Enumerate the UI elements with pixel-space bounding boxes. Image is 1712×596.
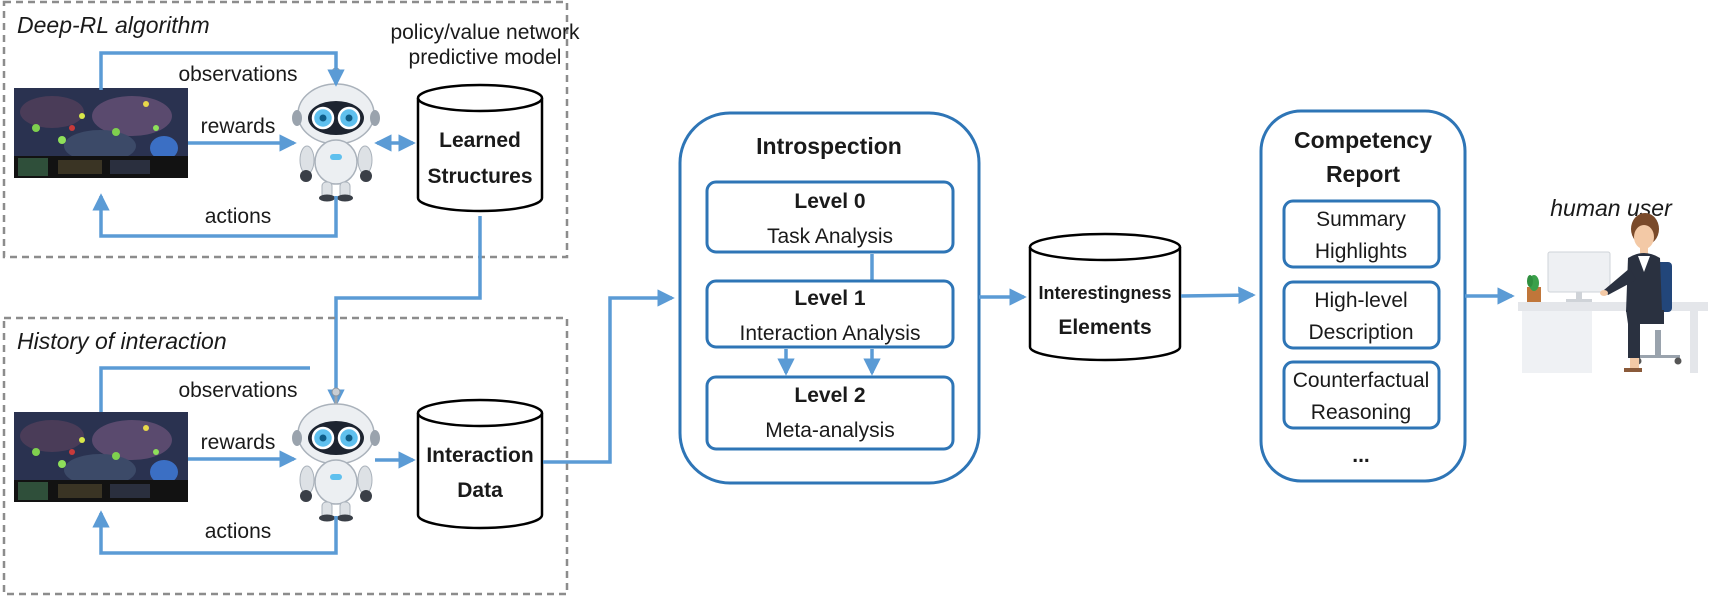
report-title-line1: Competency (1294, 127, 1432, 153)
deep-rl-panel-border (2, 0, 569, 259)
history-panel-title: History of interaction (17, 328, 227, 354)
report-title-line2: Report (1326, 161, 1400, 187)
observations-label: observations (178, 63, 297, 86)
level-1-box: Level 1 Interaction Analysis (705, 279, 955, 349)
level-2-desc: Meta-analysis (765, 419, 895, 442)
history-panel: History of interaction observations rewa… (2, 316, 569, 596)
learned-structures-line1: Learned (439, 129, 521, 152)
level-0-box: Level 0 Task Analysis (705, 180, 955, 254)
report-ellipsis: ... (1352, 444, 1370, 467)
introspection-module: Introspection Level 0 Task Analysis Leve… (678, 111, 981, 485)
data-to-introspection-arrow (543, 289, 675, 464)
observations-arrow (99, 366, 310, 412)
report-item-summary: Summary Highlights (1282, 199, 1441, 269)
human-user-icon (1518, 213, 1708, 373)
level-1-name: Level 1 (794, 287, 866, 310)
rewards-label: rewards (201, 115, 276, 138)
learned-structures-line2: Structures (427, 165, 532, 188)
interaction-data-line1: Interaction (426, 444, 533, 467)
level-2-box: Level 2 Meta-analysis (705, 375, 955, 451)
robot-agent-icon (290, 386, 382, 523)
introspection-title: Introspection (756, 133, 902, 159)
network-label-line1: policy/value network (390, 21, 580, 44)
actions-label: actions (205, 205, 272, 228)
report-item-counterfactual: Counterfactual Reasoning (1282, 360, 1441, 430)
report-item-2-line2: Reasoning (1311, 401, 1411, 424)
game-screenshot-icon (14, 412, 188, 502)
observations-arrow (99, 51, 345, 90)
interestingness-elements-store: Interestingness Elements (1028, 232, 1182, 362)
level-0-name: Level 0 (794, 190, 865, 213)
level-1-desc: Interaction Analysis (740, 322, 921, 345)
actions-arrow (92, 193, 338, 238)
rewards-label: rewards (201, 431, 276, 454)
report-item-0-line1: Summary (1316, 208, 1406, 231)
deep-rl-panel: Deep-RL algorithm policy/value network p… (2, 0, 580, 259)
report-item-1-line2: Description (1308, 321, 1413, 344)
elements-line1: Interestingness (1038, 283, 1171, 303)
report-item-2-line1: Counterfactual (1293, 369, 1430, 392)
level-0-desc: Task Analysis (767, 225, 893, 248)
elements-line2: Elements (1058, 316, 1151, 339)
network-label-line2: predictive model (409, 46, 562, 69)
competency-report: Competency Report Summary Highlights Hig… (1259, 109, 1467, 483)
actions-arrow (92, 510, 338, 555)
deep-rl-panel-title: Deep-RL algorithm (17, 12, 210, 38)
report-item-0-line2: Highlights (1315, 240, 1407, 263)
game-screenshot-icon (14, 88, 188, 178)
elements-to-report-arrow (1180, 286, 1256, 304)
interaction-data-line2: Data (457, 479, 503, 502)
actions-label: actions (205, 520, 272, 543)
history-panel-border (2, 316, 569, 596)
observations-label: observations (178, 379, 297, 402)
report-item-description: High-level Description (1282, 280, 1441, 350)
structures-to-agent-arrow (327, 216, 482, 407)
learned-structures-store: Learned Structures (416, 83, 544, 213)
level-2-name: Level 2 (794, 384, 865, 407)
report-item-1-line1: High-level (1314, 289, 1407, 312)
robot-agent-icon (290, 66, 382, 203)
interaction-data-store: Interaction Data (416, 398, 544, 530)
human-user-label: human user (1550, 195, 1673, 221)
